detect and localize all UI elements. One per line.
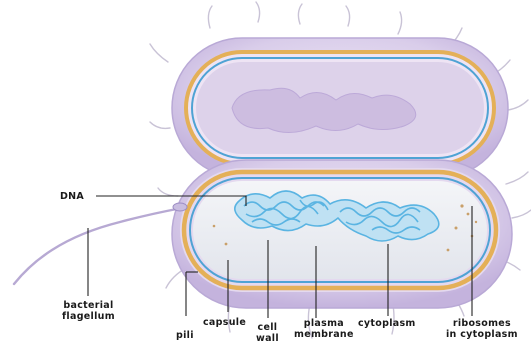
label-cell-wall: cell wall [256,322,279,344]
flagellum [14,208,182,284]
label-bacterial-flagellum: bacterial flagellum [62,300,115,322]
label-cytoplasm: cytoplasm [358,318,416,329]
label-dna: DNA [60,191,84,202]
label-plasma-membrane: plasma membrane [294,318,354,340]
label-capsule: capsule [203,317,246,328]
cell-section-top [172,38,508,178]
label-ribosomes: ribosomes in cytoplasm [446,318,518,340]
label-pili: pili [176,330,194,341]
flagellum-base [173,203,187,211]
cell-section-bottom [172,160,512,308]
